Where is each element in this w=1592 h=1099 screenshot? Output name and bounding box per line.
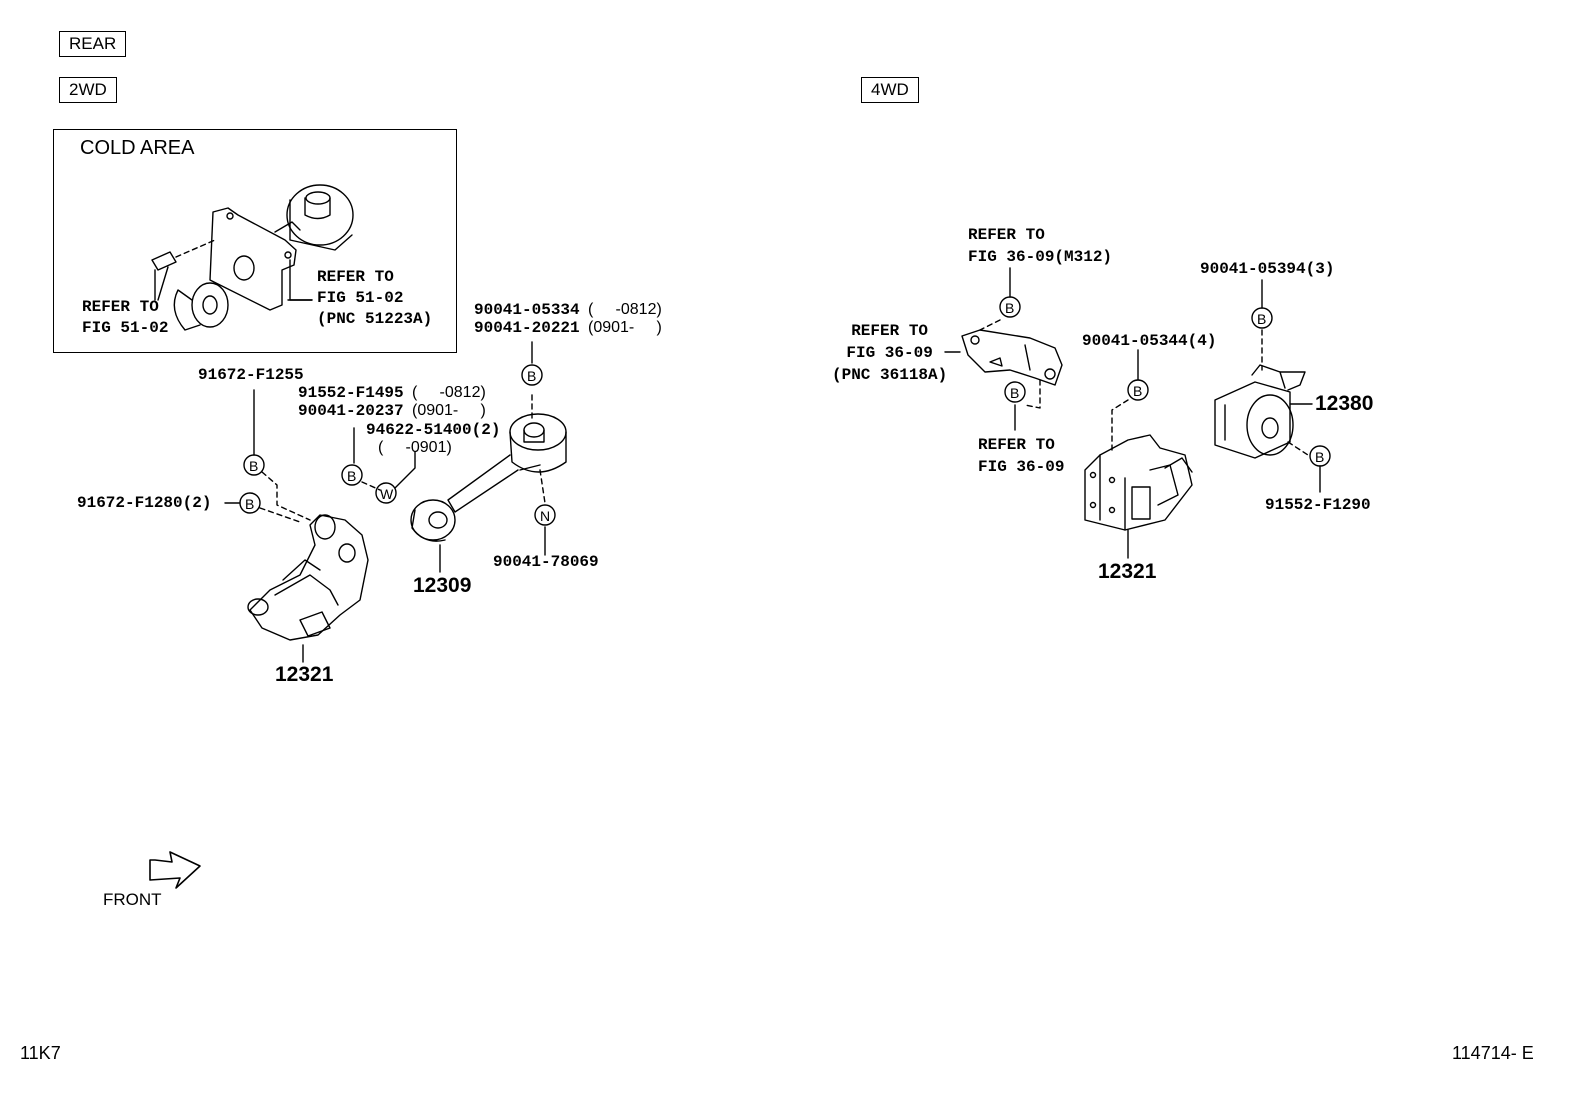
part-90041-20221-note: (0901- ) — [588, 319, 662, 336]
part-90041-78069[interactable]: 90041-78069 — [493, 553, 599, 571]
4wd-tag: 4WD — [861, 77, 919, 103]
bracket-12321-left-drawing — [247, 514, 369, 641]
bracket-12321-right-drawing — [1084, 434, 1193, 531]
symbol-b: B — [1133, 383, 1143, 399]
front-label: FRONT — [103, 890, 162, 909]
rear-tag: REAR — [59, 31, 127, 57]
part-90041-05344[interactable]: 90041-05344(4) — [1082, 332, 1217, 350]
part-91552-f1290[interactable]: 91552-F1290 — [1265, 496, 1371, 514]
cold-area-refer-left[interactable]: REFER TO FIG 51-02 — [82, 298, 169, 337]
part-90041-20237-note: (0901- ) — [412, 402, 486, 419]
pnc-12321-right[interactable]: 12321 — [1098, 560, 1157, 583]
refer-fig-36-09-pnc-36118a[interactable]: REFER TO FIG 36-09 (PNC 36118A) — [832, 322, 948, 384]
footer-right-code: 114714- E — [1452, 1043, 1534, 1063]
leader-lines — [154, 267, 1321, 663]
part-90041-05394[interactable]: 90041-05394(3) — [1200, 260, 1335, 278]
pnc-12321-left[interactable]: 12321 — [275, 663, 334, 686]
part-91672-f1280[interactable]: 91672-F1280(2) — [77, 494, 212, 512]
symbol-b: B — [527, 368, 537, 384]
part-91552-f1495-note: ( -0812) — [412, 384, 486, 401]
bracket-36118a-drawing — [961, 329, 1063, 386]
2wd-tag: 2WD — [59, 77, 117, 103]
part-90041-05334[interactable]: 90041-05334 — [474, 301, 580, 319]
symbol-b: B — [1005, 300, 1015, 316]
dashed-leaders — [259, 319, 1309, 523]
symbol-b: B — [1257, 311, 1267, 327]
symbol-circles — [239, 296, 1331, 526]
symbol-b: B — [245, 496, 255, 512]
part-90041-20221[interactable]: 90041-20221 — [474, 319, 580, 337]
symbol-b: B — [249, 458, 259, 474]
part-94622-51400-note: ( -0901) — [378, 439, 452, 456]
symbol-w: W — [380, 486, 394, 502]
part-90041-20237[interactable]: 90041-20237 — [298, 402, 404, 420]
symbol-b: B — [347, 468, 357, 484]
cold-area-title: COLD AREA — [80, 137, 195, 159]
cold-area-box — [53, 129, 457, 353]
part-94622-51400[interactable]: 94622-51400(2) — [366, 421, 501, 439]
front-arrow-icon — [149, 851, 201, 889]
part-91672-f1255[interactable]: 91672-F1255 — [198, 366, 304, 384]
part-90041-05334-note: ( -0812) — [588, 301, 662, 318]
symbol-n: N — [540, 508, 551, 524]
cold-area-refer-right[interactable]: REFER TO FIG 51-02 (PNC 51223A) — [317, 268, 433, 328]
symbol-b: B — [1010, 385, 1020, 401]
footer-left-code: 11K7 — [20, 1043, 61, 1063]
refer-fig-36-09-bottom[interactable]: REFER TO FIG 36-09 — [978, 436, 1065, 476]
part-91552-f1495[interactable]: 91552-F1495 — [298, 384, 404, 402]
symbol-b: B — [1315, 449, 1325, 465]
pnc-12380[interactable]: 12380 — [1315, 392, 1374, 415]
pnc-12309[interactable]: 12309 — [413, 574, 472, 597]
mount-12380-drawing — [1214, 364, 1306, 459]
refer-fig-36-09-m312[interactable]: REFER TO FIG 36-09(M312) — [968, 226, 1113, 266]
torque-rod-12309-drawing — [410, 413, 567, 542]
